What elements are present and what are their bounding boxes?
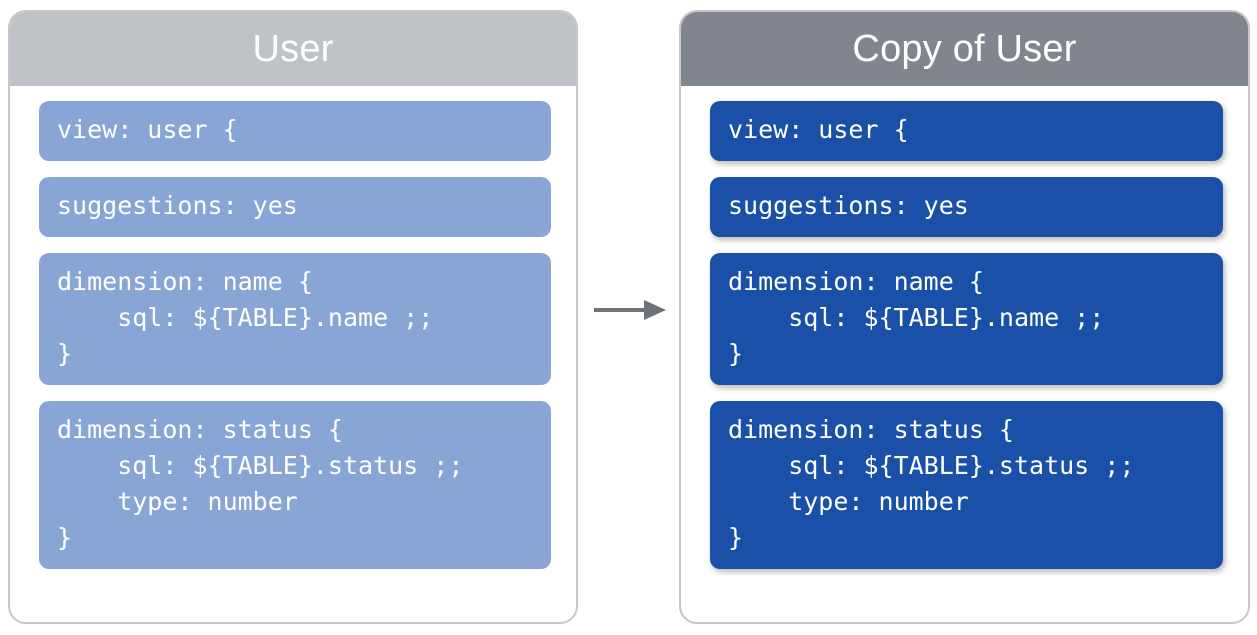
panel-source-body: view: user { suggestions: yes dimension:… (10, 86, 576, 622)
code-block-dimension-name: dimension: name { sql: ${TABLE}.name ;; … (39, 253, 551, 385)
page-title-copy: Copy of User (852, 28, 1077, 70)
code-block-dimension-status: dimension: status { sql: ${TABLE}.status… (710, 401, 1223, 569)
code-block-suggestions-property: suggestions: yes (39, 177, 551, 237)
code-block-view-declaration: view: user { (710, 101, 1223, 161)
code-block-dimension-status: dimension: status { sql: ${TABLE}.status… (39, 401, 551, 569)
panel-copy-body: view: user { suggestions: yes dimension:… (681, 86, 1248, 622)
code-block-dimension-name: dimension: name { sql: ${TABLE}.name ;; … (710, 253, 1223, 385)
page-title-source: User (252, 28, 334, 70)
panel-copy-of-user: Copy of User view: user { suggestions: y… (679, 10, 1250, 624)
panel-source-user: User view: user { suggestions: yes dimen… (8, 10, 578, 624)
code-block-suggestions-property: suggestions: yes (710, 177, 1223, 237)
panel-source-header: User (10, 12, 576, 86)
code-block-view-declaration: view: user { (39, 101, 551, 161)
arrow-right-icon (594, 300, 666, 320)
panel-copy-header: Copy of User (681, 12, 1248, 86)
